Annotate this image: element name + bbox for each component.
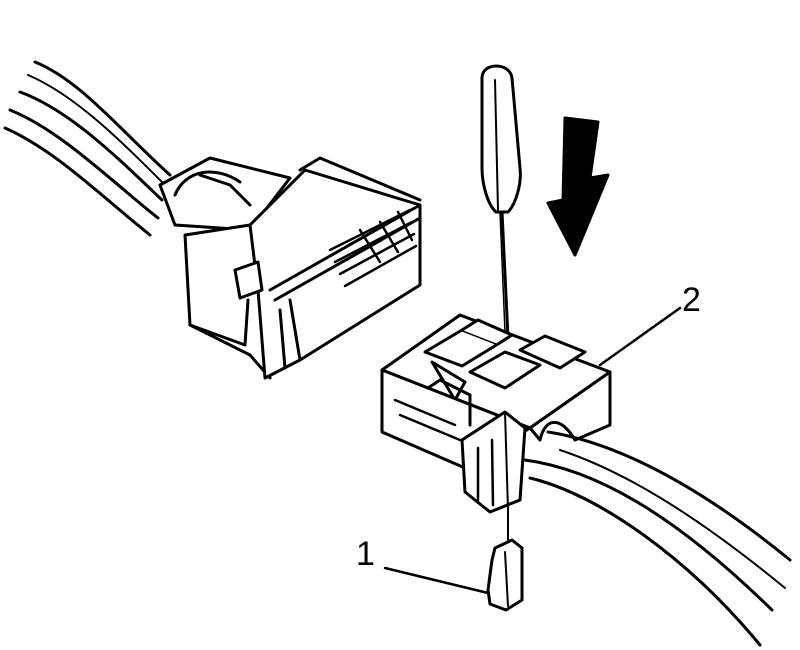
- leader-line-1: [383, 566, 490, 595]
- right-wire-harness: [523, 430, 792, 647]
- leader-line-2: [598, 306, 682, 367]
- left-connector: [158, 156, 422, 380]
- callout-label-1: 1: [356, 535, 375, 573]
- right-connector: [380, 313, 612, 514]
- terminal: [486, 504, 524, 612]
- down-arrow-icon: [546, 116, 610, 257]
- left-wire-harness: [3, 60, 172, 237]
- leader-lines: [383, 306, 682, 595]
- callout-label-2: 2: [682, 281, 701, 319]
